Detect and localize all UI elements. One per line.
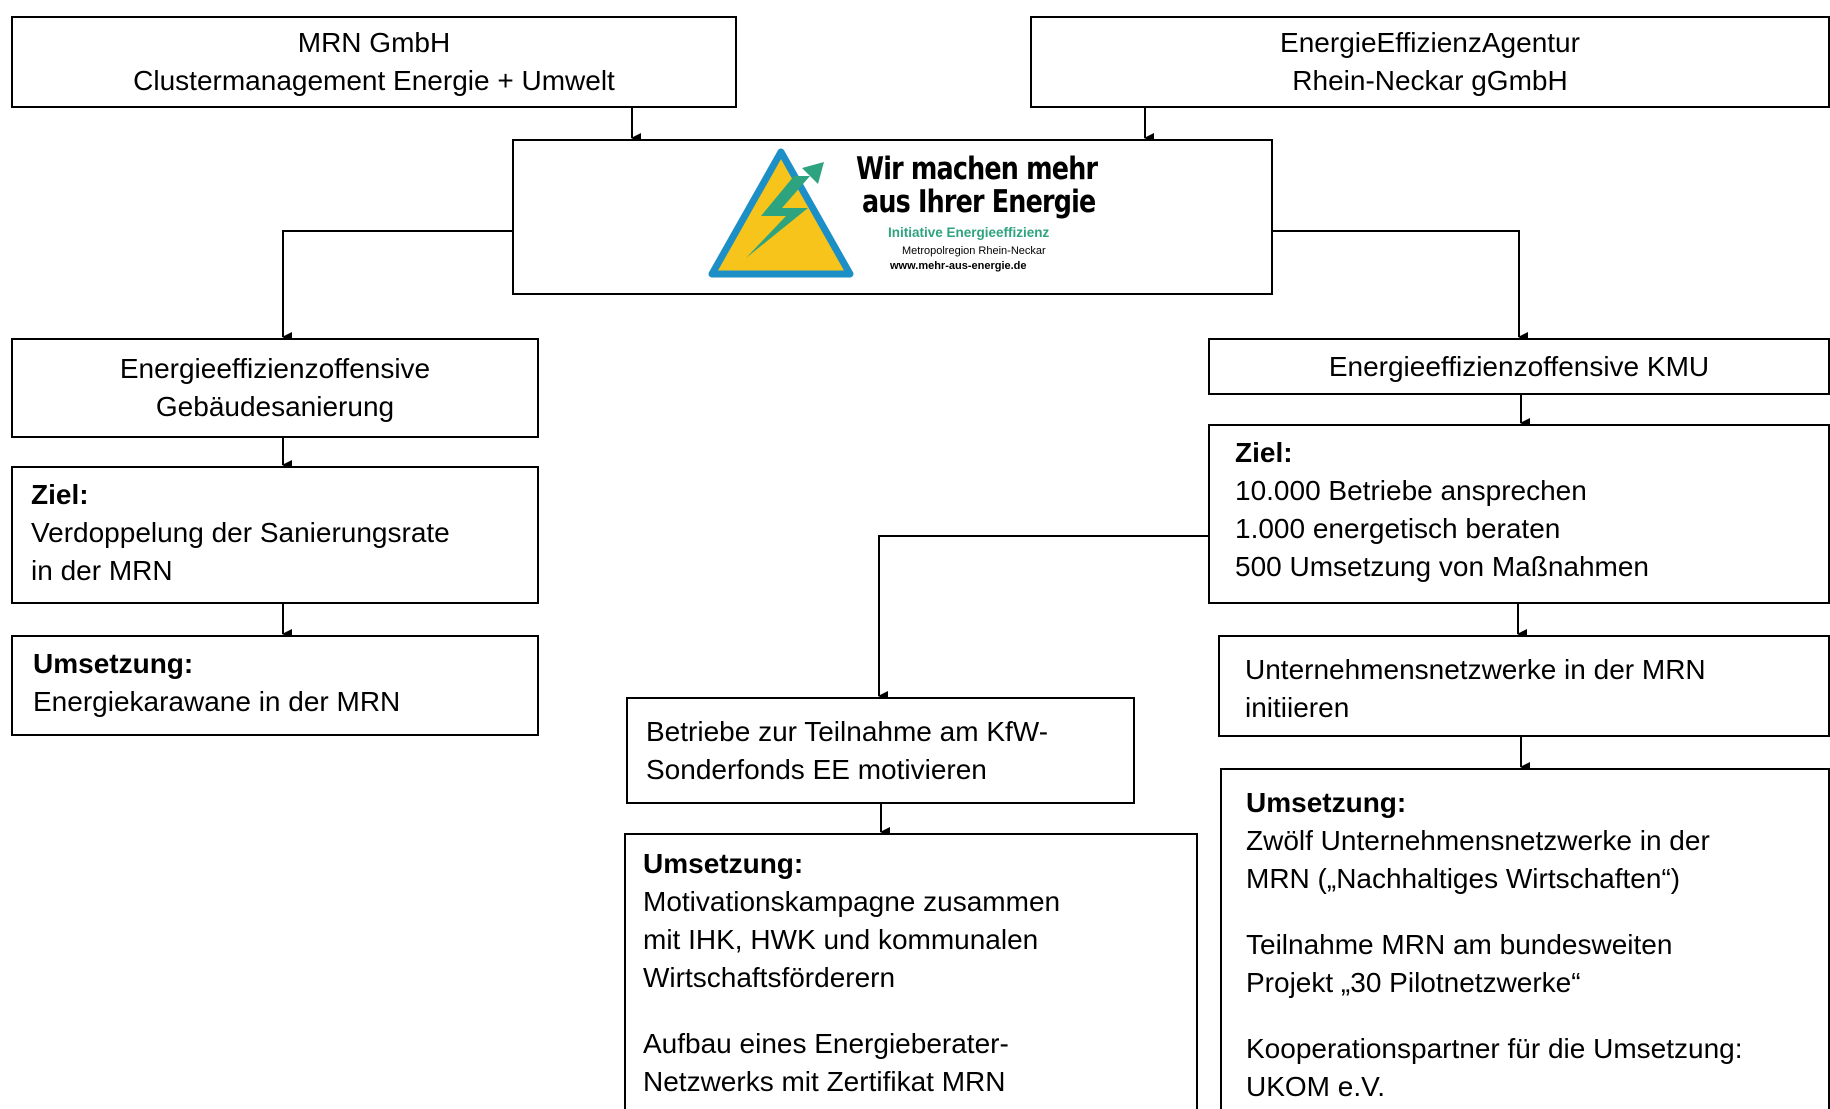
initiative-logo: Wir machen mehr aus Ihrer Energie Initia…	[706, 146, 1098, 281]
logo-slogan-line1: Wir machen mehr	[856, 151, 1098, 187]
logo-initiative-name: Initiative Energieeffizienz	[888, 225, 1050, 240]
left-umsetzung-box: Umsetzung: Energiekarawane in der MRN	[11, 635, 539, 736]
middle-betriebe-box: Betriebe zur Teilnahme am KfW- Sonderfon…	[626, 697, 1135, 804]
left-umsetzung-line1: Energiekarawane in der MRN	[33, 686, 401, 717]
right-ziel-box: Ziel: 10.000 Betriebe ansprechen 1.000 e…	[1208, 424, 1830, 604]
arrow-ziel-to-betriebe	[878, 535, 1208, 701]
right-ziel-line3: 500 Umsetzung von Maßnahmen	[1235, 551, 1649, 582]
left-ziel-line1: Verdoppelung der Sanierungsrate	[31, 517, 450, 548]
left-ziel-line2: in der MRN	[31, 555, 173, 586]
right-umsetzung-title: Umsetzung:	[1246, 787, 1407, 818]
middle-umsetzung-box: Umsetzung: Motivationskampagne zusammen …	[624, 833, 1198, 1109]
agentur-title: EnergieEffizienzAgentur	[1280, 27, 1580, 58]
right-offensive-line1: Energieeffizienzoffensive KMU	[1328, 350, 1710, 382]
mrn-gmbh-title: MRN GmbH	[297, 27, 451, 58]
logo-url: www.mehr-aus-energie.de	[890, 260, 1027, 272]
left-offensive-box: Energieeffizienzoffensive Gebäudesanieru…	[11, 338, 539, 438]
right-netzwerke-line2: initiieren	[1245, 692, 1350, 723]
energieeffizienzagentur-box: EnergieEffizienzAgentur Rhein-Neckar gGm…	[1030, 16, 1830, 108]
mrn-gmbh-subtitle: Clustermanagement Energie + Umwelt	[133, 65, 615, 96]
left-ziel-box: Ziel: Verdoppelung der Sanierungsrate in…	[11, 466, 539, 604]
right-umsetzung-p2-line1: Teilnahme MRN am bundesweiten	[1246, 929, 1673, 960]
left-offensive-line2: Gebäudesanierung	[155, 391, 395, 422]
middle-umsetzung-p1-line1: Motivationskampagne zusammen	[643, 886, 1061, 917]
left-offensive-line1: Energieeffizienzoffensive	[119, 353, 431, 384]
middle-umsetzung-p1-line2: mit IHK, HWK und kommunalen	[643, 924, 1039, 955]
middle-betriebe-line1: Betriebe zur Teilnahme am KfW-	[646, 716, 1049, 747]
right-netzwerke-box: Unternehmensnetzwerke in der MRN initiie…	[1218, 635, 1830, 737]
initiative-logo-box	[512, 139, 1273, 295]
arrow-logo-to-right-offensive	[1273, 230, 1528, 342]
right-ziel-title: Ziel:	[1235, 437, 1293, 468]
middle-umsetzung-p2-line1: Aufbau eines Energieberater-	[643, 1028, 1009, 1059]
middle-betriebe-line2: Sonderfonds EE motivieren	[646, 754, 987, 785]
right-ziel-line2: 1.000 energetisch beraten	[1235, 513, 1561, 544]
right-umsetzung-p3-line2: UKOM e.V.	[1246, 1071, 1386, 1102]
logo-slogan-line2: aus Ihrer Energie	[862, 184, 1096, 220]
middle-umsetzung-title: Umsetzung:	[643, 848, 804, 879]
left-umsetzung-title: Umsetzung:	[33, 648, 194, 679]
right-netzwerke-line1: Unternehmensnetzwerke in der MRN	[1245, 654, 1706, 685]
left-ziel-title: Ziel:	[31, 479, 89, 510]
agentur-subtitle: Rhein-Neckar gGmbH	[1292, 65, 1568, 96]
right-umsetzung-p1-line2: MRN („Nachhaltiges Wirtschaften“)	[1246, 863, 1681, 894]
middle-umsetzung-p1-line3: Wirtschaftsförderern	[643, 962, 896, 993]
energy-triangle-icon	[708, 148, 854, 278]
right-umsetzung-p3-line1: Kooperationspartner für die Umsetzung:	[1246, 1033, 1743, 1064]
right-ziel-line1: 10.000 Betriebe ansprechen	[1235, 475, 1587, 506]
right-umsetzung-p2-line2: Projekt „30 Pilotnetzwerke“	[1246, 967, 1581, 998]
logo-region: Metropolregion Rhein-Neckar	[902, 245, 1046, 257]
right-umsetzung-box: Umsetzung: Zwölf Unternehmensnetzwerke i…	[1220, 768, 1830, 1109]
right-umsetzung-p1-line1: Zwölf Unternehmensnetzwerke in der	[1246, 825, 1710, 856]
right-offensive-box: Energieeffizienzoffensive KMU	[1208, 338, 1830, 395]
middle-umsetzung-p2-line2: Netzwerks mit Zertifikat MRN	[643, 1066, 1006, 1097]
mrn-gmbh-box: MRN GmbH Clustermanagement Energie + Umw…	[11, 16, 737, 108]
arrow-logo-to-left-offensive	[282, 230, 512, 342]
